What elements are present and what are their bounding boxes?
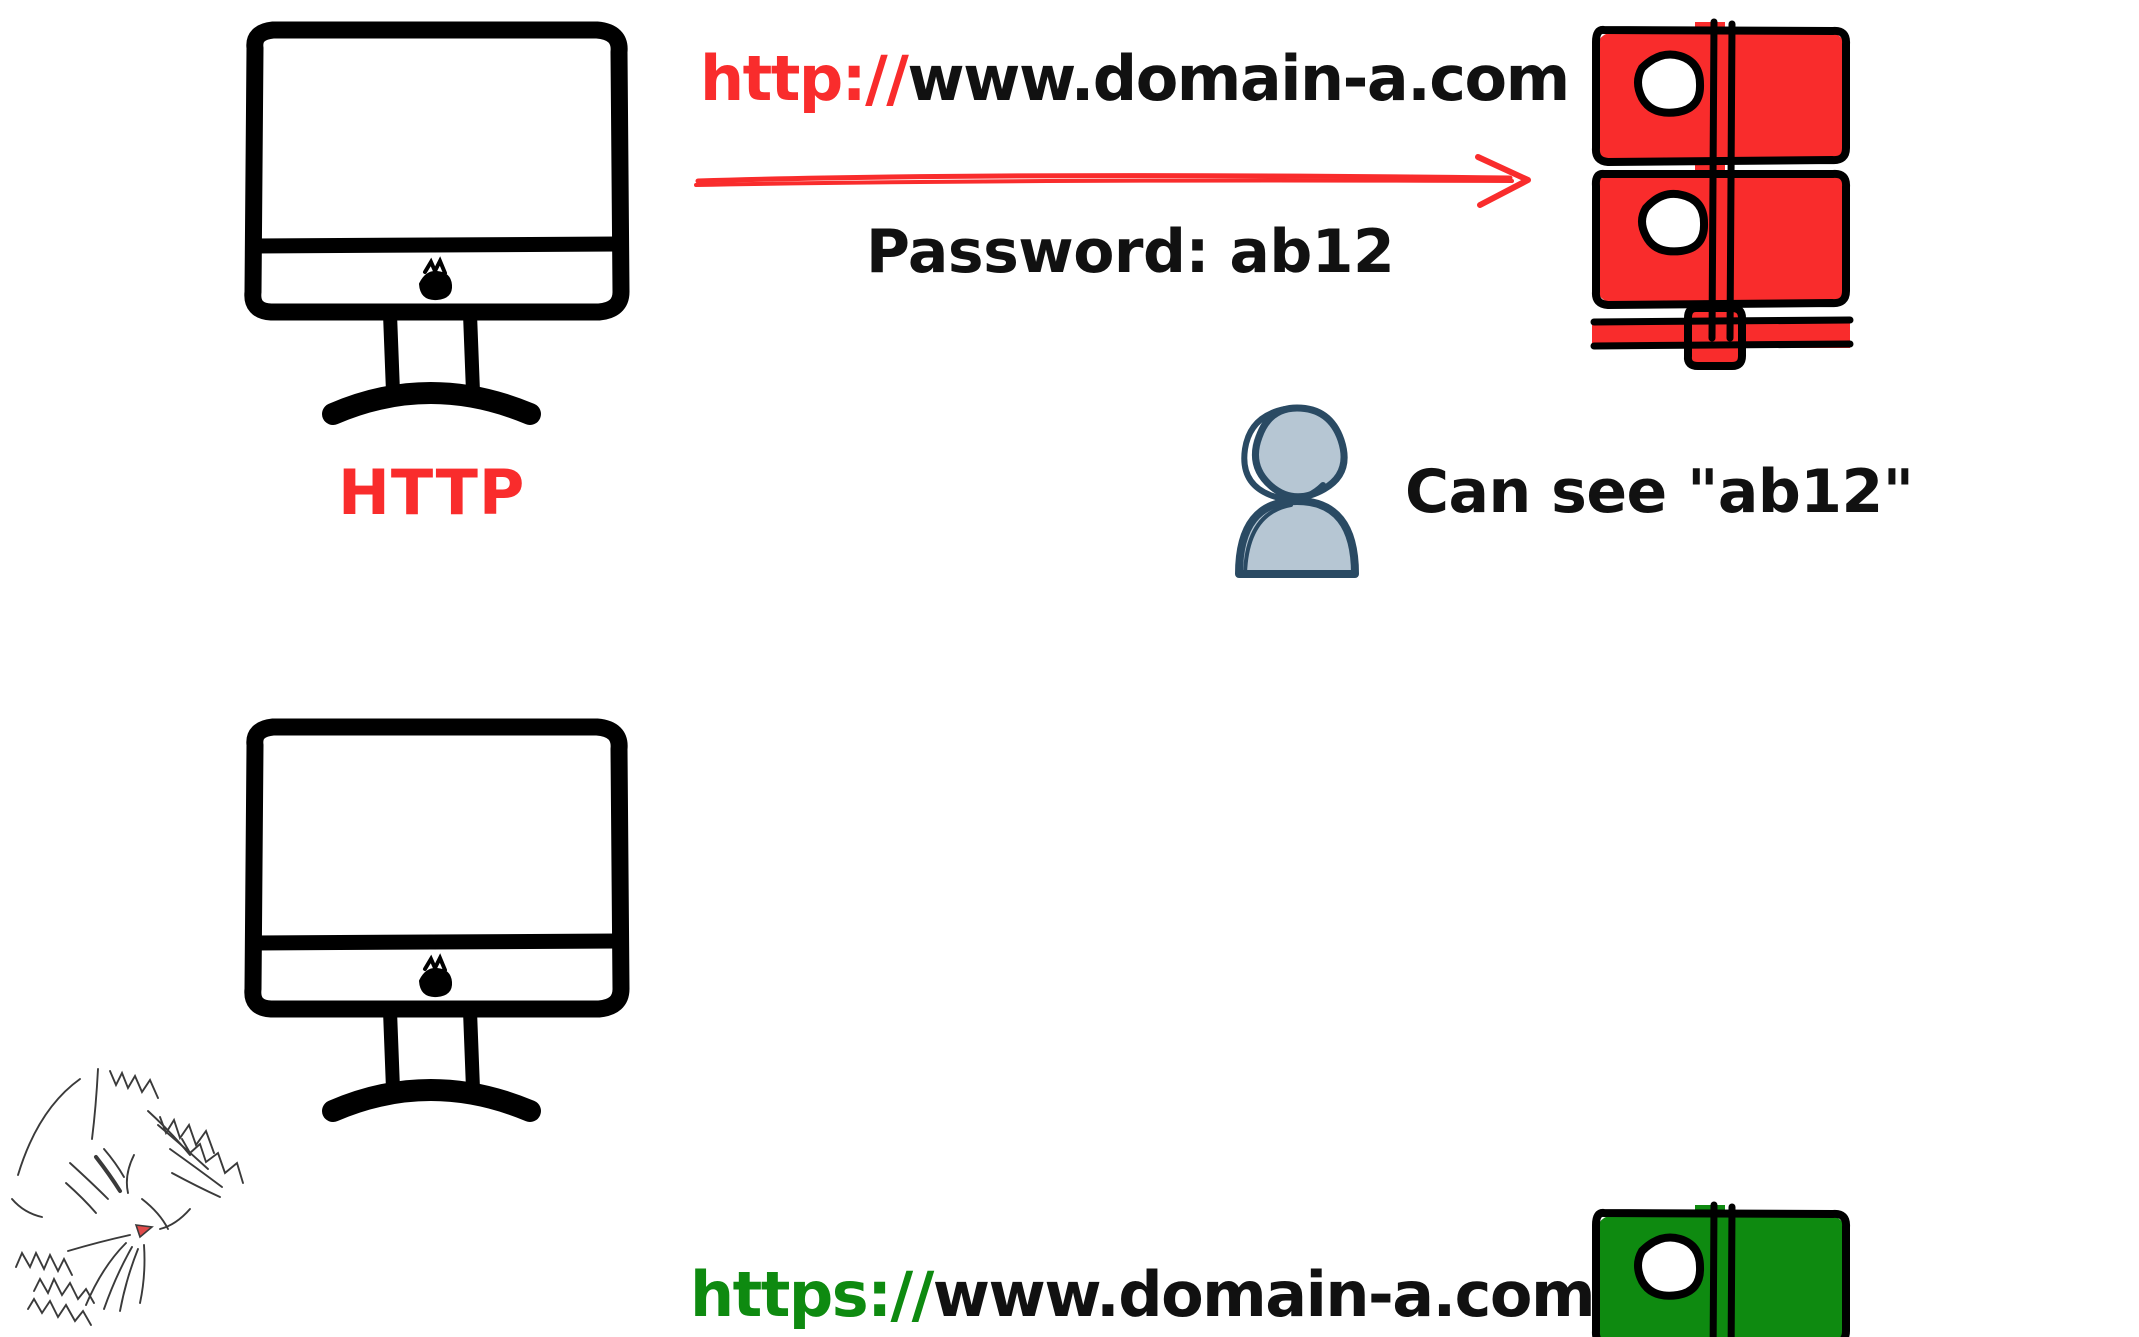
eavesdrop-label-http: Can see "ab12" bbox=[1405, 457, 1914, 527]
url-scheme: https:// bbox=[690, 1258, 934, 1331]
cat-head-sketch-icon bbox=[11, 1068, 244, 1326]
payload-label-http: Password: ab12 bbox=[866, 217, 1395, 287]
url-label-http: http://www.domain-a.com bbox=[700, 48, 1570, 110]
url-host: www.domain-a.com bbox=[932, 1258, 1596, 1331]
protocol-label-http: HTTP bbox=[338, 456, 526, 529]
url-label-https: https://www.domain-a.com bbox=[690, 1264, 1596, 1326]
person-icon bbox=[1235, 404, 1359, 578]
https-row: HTTPS https://www.domain-a.com Password:… bbox=[0, 669, 2139, 1337]
server-rack-icon bbox=[1590, 18, 1854, 370]
request-arrow-http bbox=[694, 154, 1531, 208]
desktop-monitor-icon bbox=[244, 21, 630, 425]
url-host: www.domain-a.com bbox=[907, 42, 1570, 115]
desktop-monitor-icon bbox=[244, 718, 630, 1122]
http-row: HTTP http://www.domain-a.com Password: a… bbox=[0, 0, 2139, 668]
url-scheme: http:// bbox=[700, 42, 909, 115]
server-rack-icon bbox=[1591, 1201, 1851, 1337]
